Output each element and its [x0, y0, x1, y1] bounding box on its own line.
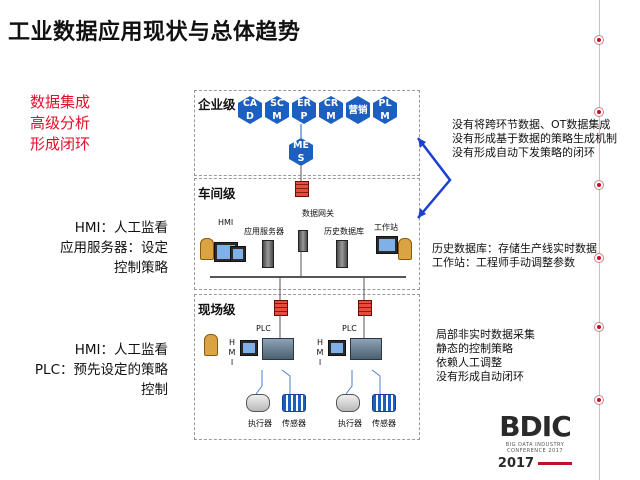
operator-icon: [204, 334, 218, 356]
actuator-label-right: 执行器: [338, 419, 362, 428]
note-line: 静态的控制策略: [436, 342, 513, 355]
actuator-link: [345, 370, 353, 395]
workstation-icon: [376, 236, 398, 254]
gateway-label: 数据网关: [302, 209, 334, 218]
arrow-head: [418, 208, 426, 218]
annotation-line: 控制策略: [114, 260, 168, 276]
annotation-line: PLC：预先设定的策略: [34, 362, 168, 378]
plc-icon: [350, 338, 382, 360]
hex-label: SCM: [270, 98, 284, 122]
loop-arrow: [417, 137, 452, 219]
hmi-label-left: HMI: [228, 338, 236, 367]
timeline-dot: [594, 107, 604, 117]
actuator-label-left: 执行器: [248, 419, 272, 428]
sensor-icon: [282, 394, 306, 412]
enterprise-level-label: 企业级: [198, 97, 236, 112]
firewall-icon: [295, 181, 309, 197]
note-line: 依赖人工调整: [436, 356, 502, 369]
enterprise-systems: CAD SCM ERP CRM 营销 PLM: [238, 96, 397, 124]
actuator-link: [255, 370, 263, 395]
firewall-icon: [274, 300, 288, 316]
annotation-line: 控制: [141, 382, 168, 398]
logo-year: 2017: [497, 456, 535, 471]
hmi-icon: [240, 340, 258, 356]
timeline-dot: [594, 253, 604, 263]
keyword: 高级分析: [30, 114, 91, 132]
hex-label: 营销: [348, 104, 368, 116]
field-level-label: 现场级: [198, 302, 236, 317]
gateway-icon: [298, 230, 308, 252]
note-line: 没有将跨环节数据、OT数据集成: [452, 118, 611, 131]
note-line: 没有形成自动下发策略的闭环: [452, 146, 595, 159]
firewall-icon: [358, 300, 372, 316]
sensor-link: [281, 369, 291, 394]
hex-label: CRM: [323, 98, 339, 122]
note-line: 没有形成基于数据的策略生成机制: [452, 132, 617, 145]
network-bus: [210, 276, 406, 278]
operator-icon: [200, 238, 214, 260]
logo-subtitle: BIG DATA INDUSTRY: [505, 442, 565, 448]
note-line: 历史数据库：存储生产线实时数据: [432, 242, 597, 255]
annotation-line: 应用服务器：设定: [60, 240, 168, 256]
monitor-icon: [230, 246, 246, 262]
enterprise-notes: 没有将跨环节数据、OT数据集成 没有形成基于数据的策略生成机制 没有形成自动下发…: [452, 118, 617, 160]
field-annotation: HMI：人工监看 PLC：预先设定的策略 控制: [10, 340, 168, 400]
annotation-line: HMI：人工监看: [74, 342, 168, 358]
plc-label-right: PLC: [342, 324, 357, 333]
keyword: 数据集成: [30, 93, 91, 111]
timeline-line: [599, 0, 600, 480]
hex-label: CAD: [242, 98, 258, 122]
app-server-label: 应用服务器: [244, 227, 284, 236]
workstation-label: 工作站: [374, 223, 398, 232]
workshop-notes: 历史数据库：存储生产线实时数据 工作站：工程师手动调整参数: [432, 242, 597, 270]
field-notes: 局部非实时数据采集 静态的控制策略 依赖人工调整 没有形成自动闭环: [436, 328, 535, 384]
server-icon: [262, 240, 274, 268]
hex-label: MES: [293, 140, 309, 164]
hmi-label: HMI: [218, 218, 234, 227]
hmi-label-right: HMI: [316, 338, 324, 367]
sensor-label-right: 传感器: [372, 419, 396, 428]
note-line: 没有形成自动闭环: [436, 370, 524, 383]
timeline-dot: [594, 35, 604, 45]
note-line: 局部非实时数据采集: [436, 328, 535, 341]
plc-icon: [262, 338, 294, 360]
timeline-dot: [594, 322, 604, 332]
annotation-line: HMI：人工监看: [74, 220, 168, 236]
logo-subtitle: CONFERENCE 2017: [506, 448, 564, 454]
historian-label: 历史数据库: [324, 227, 364, 236]
hex-label: ERP: [297, 98, 311, 122]
page-title: 工业数据应用现状与总体趋势: [8, 20, 301, 45]
sensor-label-left: 传感器: [282, 419, 306, 428]
database-icon: [336, 240, 348, 268]
workshop-annotation: HMI：人工监看 应用服务器：设定 控制策略: [10, 218, 168, 278]
plc-label-left: PLC: [256, 324, 271, 333]
actuator-icon: [336, 394, 360, 412]
arrow-head: [418, 138, 426, 148]
timeline-dot: [594, 395, 604, 405]
red-keywords: 数据集成 高级分析 形成闭环: [30, 92, 90, 155]
bdic-logo: BDIC BIG DATA INDUSTRY CONFERENCE 2017 2…: [492, 412, 578, 472]
field-panel: [194, 294, 420, 440]
logo-year-row: 2017: [492, 456, 578, 471]
workshop-level-label: 车间级: [198, 186, 236, 201]
timeline-dot: [594, 180, 604, 190]
engineer-icon: [398, 238, 412, 260]
hex-label: PLM: [378, 98, 392, 122]
logo-bar: [538, 462, 573, 465]
keyword: 形成闭环: [30, 135, 91, 153]
actuator-icon: [246, 394, 270, 412]
mes-hex: MES: [289, 138, 313, 166]
sensor-icon: [372, 394, 396, 412]
logo-text: BDIC: [499, 410, 572, 443]
note-line: 工作站：工程师手动调整参数: [432, 256, 575, 269]
hmi-icon: [328, 340, 346, 356]
sensor-link: [371, 369, 381, 394]
